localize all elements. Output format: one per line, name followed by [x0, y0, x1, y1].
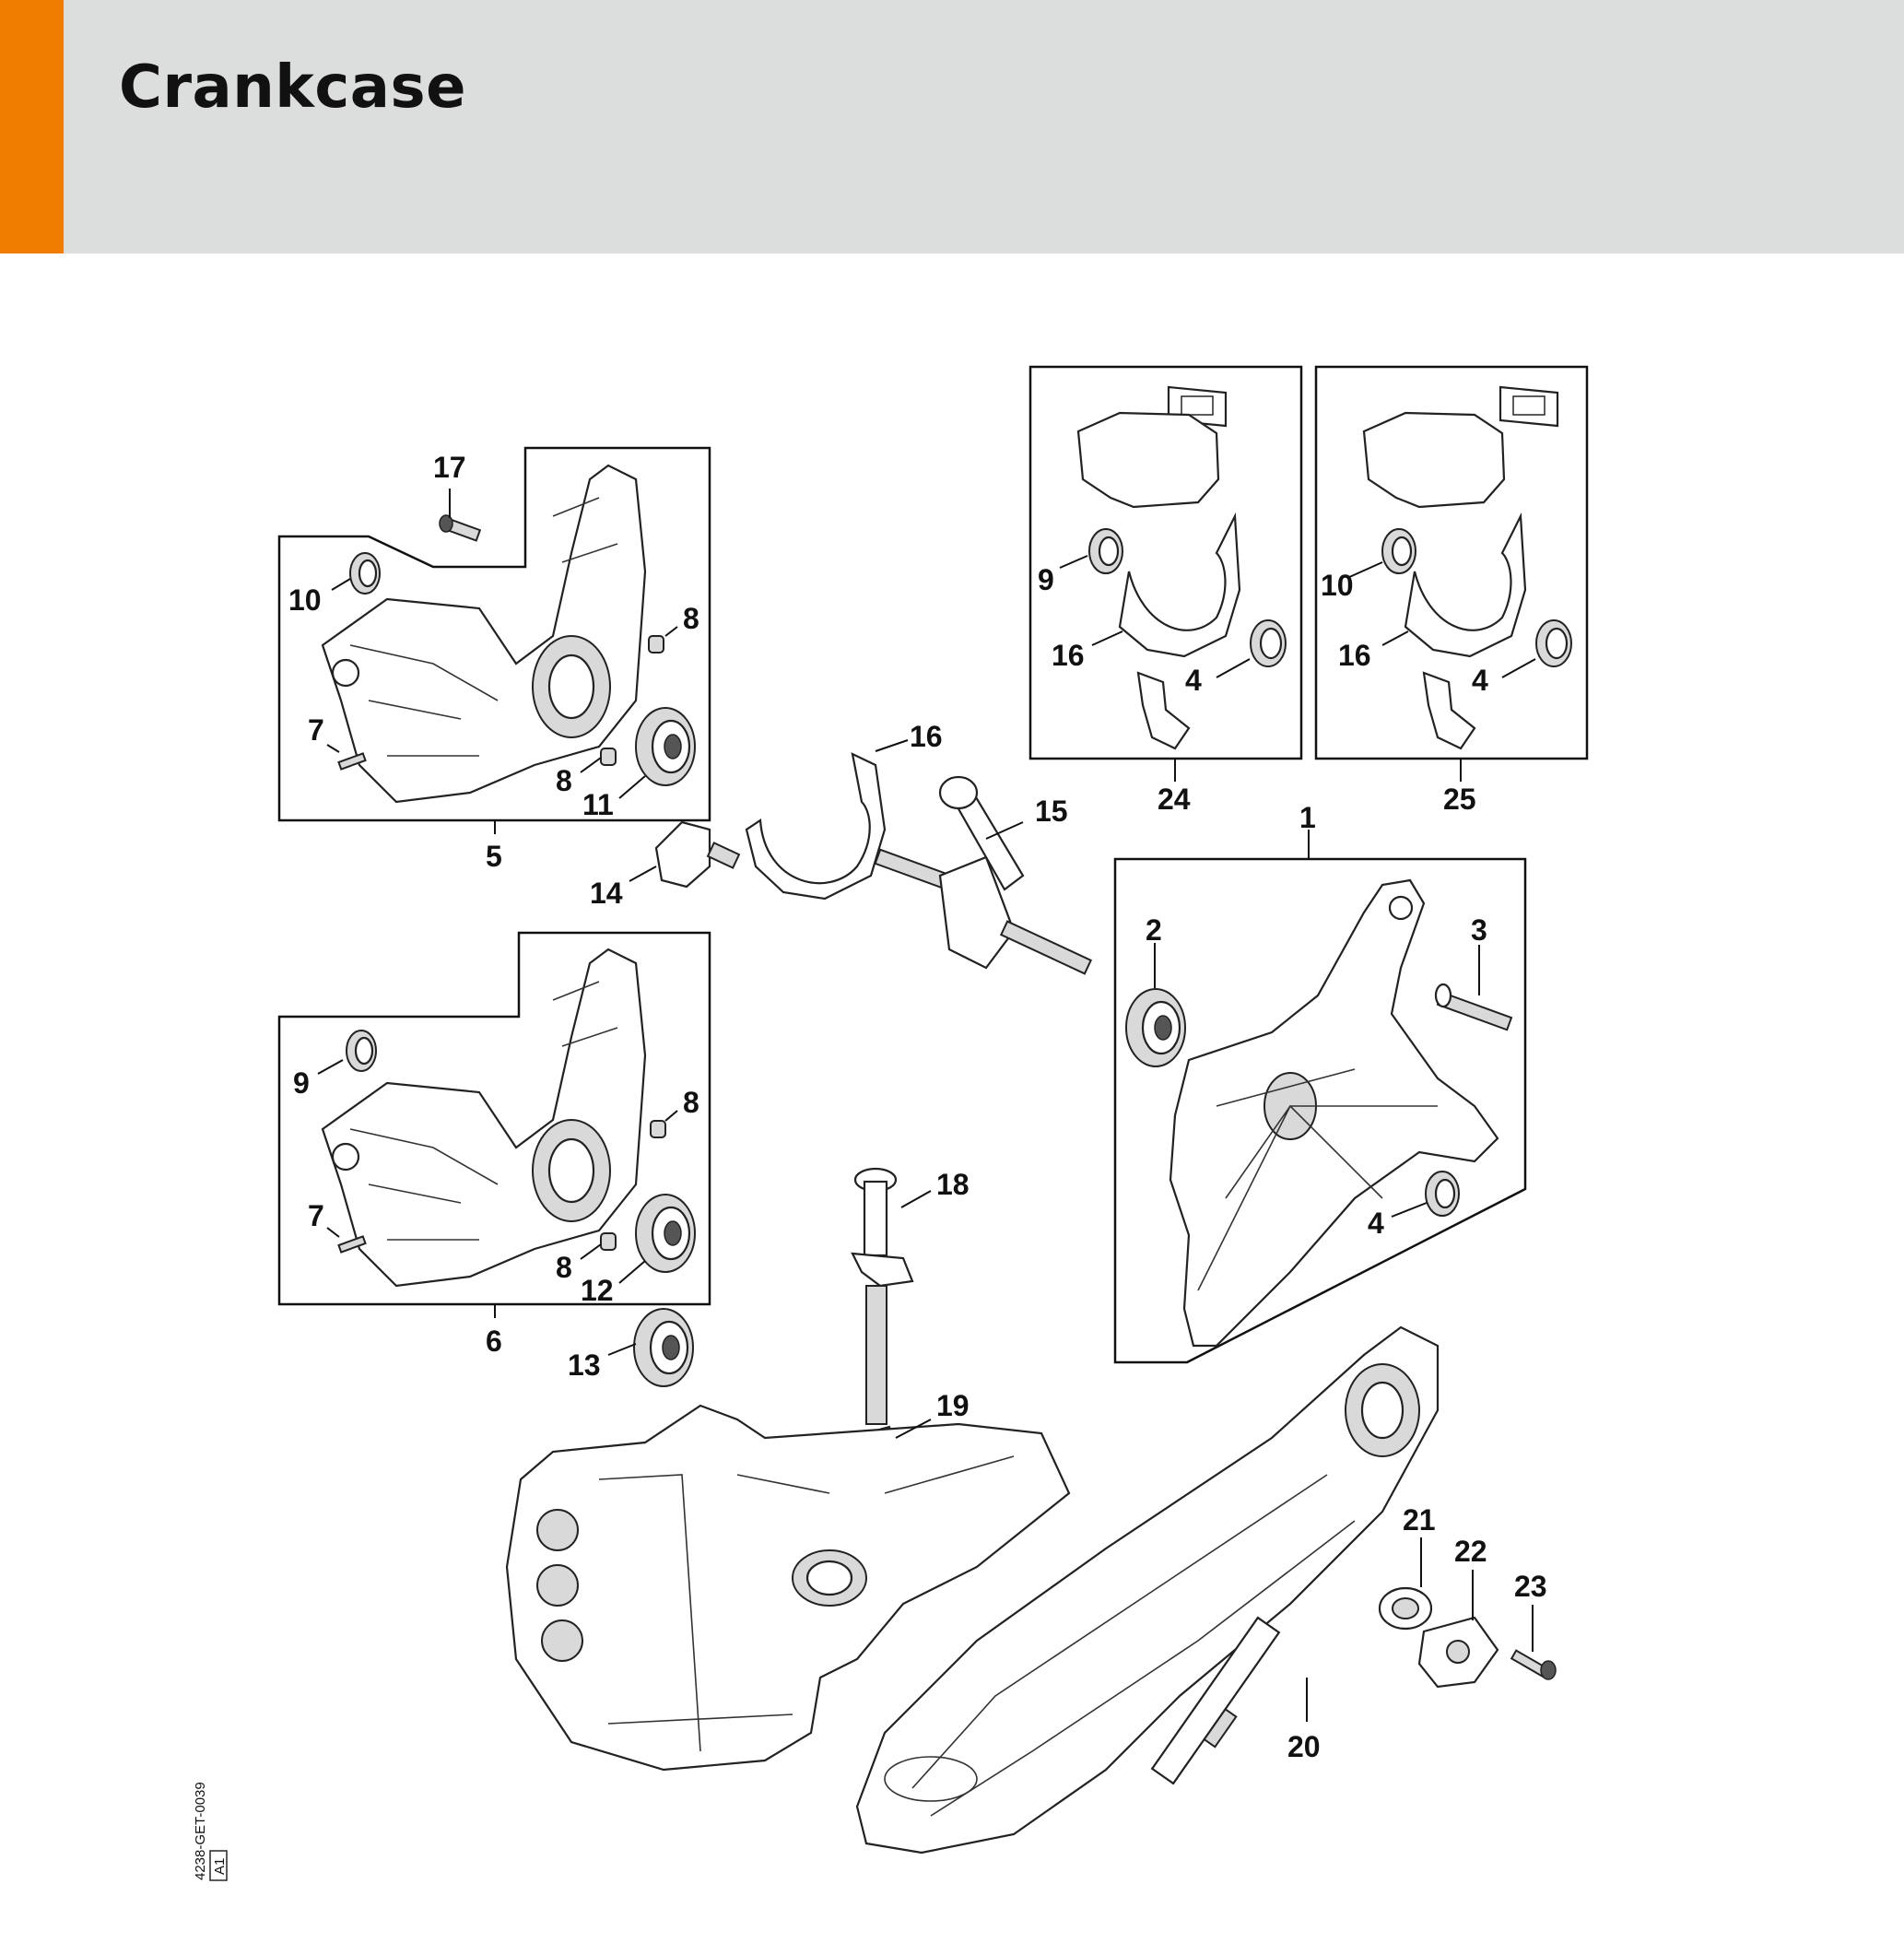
bearing-12	[635, 1194, 696, 1273]
gasket-set-25-parts	[1362, 385, 1572, 750]
callout-4-box24: 4	[1185, 664, 1202, 697]
callout-15: 15	[1035, 795, 1068, 828]
callout-10-box25: 10	[1321, 569, 1354, 602]
callout-24: 24	[1158, 783, 1191, 816]
part-14	[654, 820, 741, 889]
callout-7-lower: 7	[308, 1199, 324, 1232]
callout-16-loose: 16	[910, 720, 943, 753]
oil-pump-18	[851, 1167, 914, 1425]
callout-25: 25	[1443, 783, 1476, 816]
arm-housing	[855, 1325, 1440, 1855]
callout-11: 11	[582, 788, 614, 821]
stud-7-lower	[337, 1235, 367, 1254]
drawing-id: 4238-GET-0039 A1	[193, 1782, 228, 1881]
callout-14: 14	[590, 877, 623, 910]
callout-1: 1	[1299, 801, 1316, 834]
callout-9-lower: 9	[293, 1066, 310, 1100]
stud-7-upper	[337, 752, 367, 771]
drawing-code: 4238-GET-0039	[193, 1782, 208, 1880]
callout-8-upper-a: 8	[683, 602, 699, 635]
page-title: Crankcase	[119, 53, 466, 122]
callout-8-upper-b: 8	[556, 764, 572, 797]
callout-8-lower-b: 8	[556, 1251, 572, 1284]
bearing-11	[635, 707, 696, 786]
callout-23: 23	[1514, 1570, 1547, 1603]
assembly-box-5	[277, 446, 711, 822]
sleeve-8-lower-b	[600, 1232, 617, 1251]
sleeve-8-upper-a	[648, 635, 664, 654]
sleeve-8-upper-b	[600, 748, 617, 766]
assembly-box-1	[1113, 857, 1527, 1364]
gasket-set-24-parts	[1076, 385, 1287, 750]
page-header: Crankcase	[0, 0, 1904, 253]
callout-4-box25: 4	[1472, 664, 1488, 697]
crankshaft-15	[874, 775, 1093, 975]
part-21	[1378, 1586, 1433, 1631]
callout-16-box24: 16	[1052, 639, 1085, 672]
callout-13: 13	[568, 1348, 601, 1382]
callout-3: 3	[1471, 913, 1487, 947]
callout-6: 6	[486, 1325, 502, 1358]
engine-housing	[505, 1404, 1071, 1772]
callout-9-box24: 9	[1038, 563, 1054, 596]
seal-4-box1	[1425, 1171, 1460, 1217]
callout-8-lower-a: 8	[683, 1086, 699, 1119]
callout-18: 18	[936, 1168, 970, 1201]
callout-7-upper: 7	[308, 713, 324, 747]
callout-19: 19	[936, 1389, 970, 1422]
callout-12: 12	[581, 1274, 614, 1307]
seal-9-lower	[346, 1030, 377, 1072]
bearing-2	[1125, 988, 1186, 1067]
leader-lines	[317, 489, 1536, 1722]
screw-23	[1510, 1649, 1557, 1680]
stud-3	[1434, 983, 1513, 1031]
crankcase-half-6	[321, 948, 647, 1288]
assembly-box-6	[277, 931, 711, 1306]
callout-17: 17	[433, 451, 466, 484]
callout-2: 2	[1146, 913, 1162, 947]
part-22	[1417, 1616, 1499, 1689]
callout-21: 21	[1403, 1503, 1436, 1537]
sleeve-8-lower-a	[650, 1120, 666, 1138]
gasket-set-box-24	[1028, 365, 1303, 760]
crankcase-half-5	[321, 464, 647, 804]
crankcase-half-1	[1169, 878, 1499, 1348]
accent-bar	[0, 0, 64, 253]
callout-10-upper: 10	[288, 583, 322, 617]
callout-22: 22	[1454, 1535, 1487, 1568]
tensioner-tube-20	[1150, 1616, 1281, 1785]
screw-17	[439, 514, 482, 542]
callout-16-box25: 16	[1338, 639, 1371, 672]
callout-labels: 17 10 8 7 8 11 5 14 16 15 1 2 3 4 9 10 1…	[288, 451, 1547, 1763]
drawing-revision: A1	[212, 1858, 228, 1875]
callout-20: 20	[1287, 1730, 1321, 1763]
callout-5: 5	[486, 840, 502, 873]
gasket-set-box-25	[1314, 365, 1589, 760]
callout-4-box1: 4	[1368, 1207, 1384, 1240]
gasket-16-loose	[745, 752, 887, 901]
bearing-13	[633, 1308, 694, 1387]
seal-10-upper	[349, 552, 381, 595]
